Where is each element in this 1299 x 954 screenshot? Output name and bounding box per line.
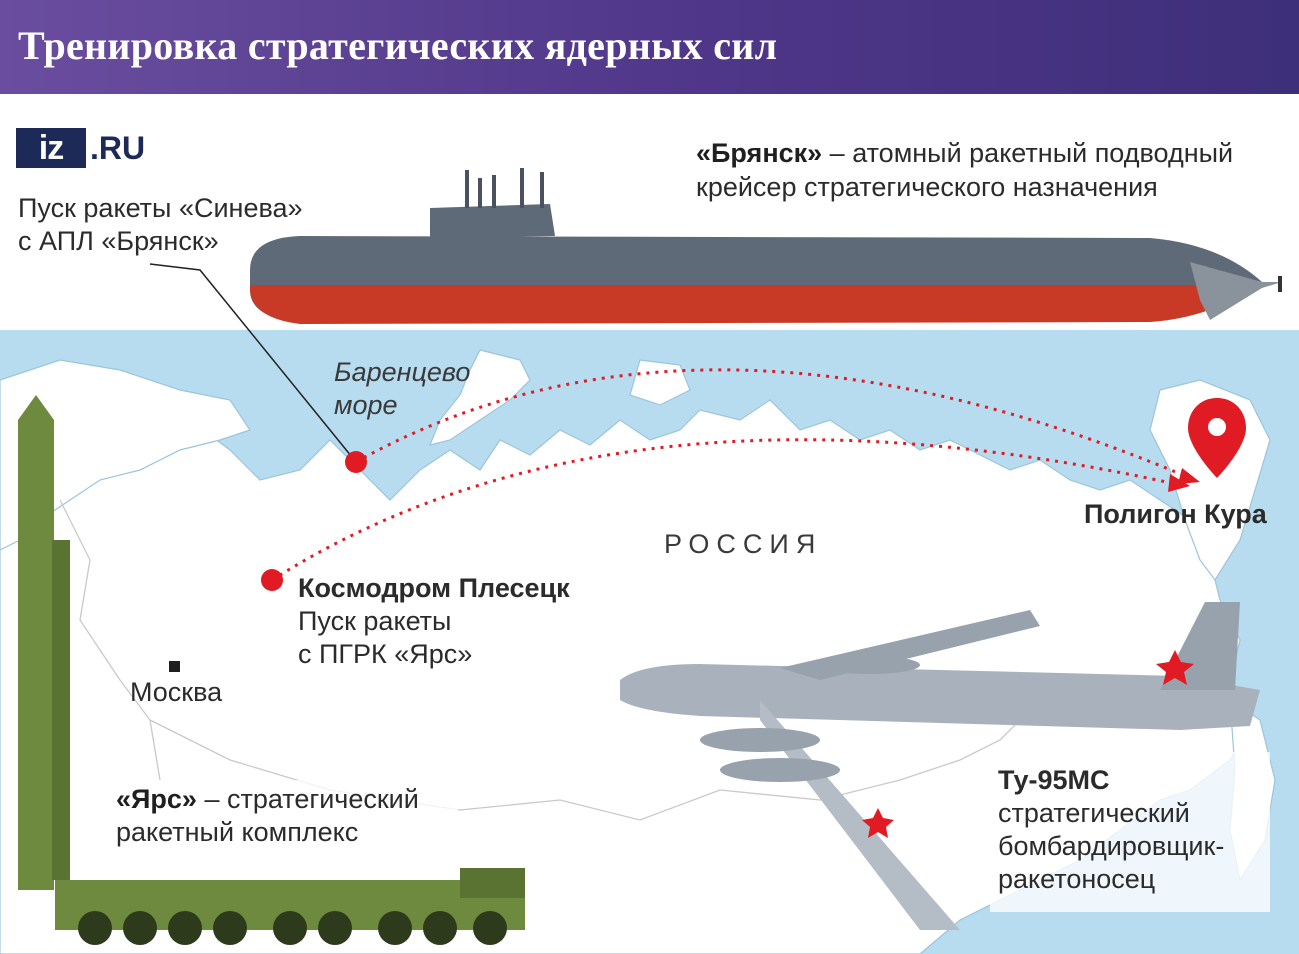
yars-label: «Ярс» – стратегический ракетный комплекс (116, 783, 419, 849)
submarine-name: «Брянск» (696, 138, 823, 168)
barents-line2: море (334, 390, 398, 420)
yars-label-backplate (108, 780, 458, 856)
barents-launch-point (345, 451, 367, 473)
moscow-marker (169, 661, 180, 672)
plesetsk-launch-point (261, 569, 283, 591)
logo-iz-mark: iz (16, 128, 86, 168)
iz-logo: iz .RU (16, 128, 156, 168)
plesetsk-label: Космодром Плесецк Пуск ракеты с ПГРК «Яр… (298, 572, 570, 671)
barents-sea-label: Баренцево море (334, 356, 470, 422)
page-title: Тренировка стратегических ядерных сил (18, 23, 778, 68)
moscow-label: Москва (130, 677, 223, 707)
header-banner: Тренировка стратегических ядерных сил (0, 0, 1299, 94)
route-plesetsk-to-kura (271, 438, 1181, 582)
barents-line1: Баренцево (334, 357, 471, 387)
bomber-label: Ту-95МС стратегический бомбардировщик- р… (998, 764, 1224, 896)
arrowhead-1 (1178, 468, 1200, 484)
tu95-bomber-illustration (620, 602, 1260, 930)
bomber-line2: бомбардировщик- (998, 831, 1225, 861)
sineva-line1: Пуск ракеты «Синева» (18, 193, 303, 223)
sineva-line2: с АПЛ «Брянск» (18, 226, 219, 256)
submarine-desc-line1: – атомный ракетный подводный (822, 138, 1234, 168)
yars-line2: ракетный комплекс (116, 817, 359, 847)
novaya-zemlya (429, 349, 531, 446)
route-barents-to-kura (355, 368, 1191, 480)
submarine-desc-line2: крейсер стратегического назначения (696, 172, 1158, 202)
yars-line1-rest: – стратегический (196, 784, 419, 814)
arrowhead-2 (1168, 474, 1190, 492)
plesetsk-name: Космодром Плесецк (298, 573, 570, 603)
sineva-leader-line (149, 263, 357, 463)
logo-ru-text: .RU (90, 130, 146, 166)
submarine-illustration (250, 168, 1282, 324)
bomber-line1: стратегический (998, 798, 1190, 828)
plesetsk-line2: с ПГРК «Ярс» (298, 639, 473, 669)
plesetsk-line1: Пуск ракеты (298, 606, 452, 636)
yars-missile-illustration (18, 395, 70, 890)
kura-pin-icon (1188, 398, 1246, 478)
yars-launcher-illustration (55, 868, 525, 945)
bomber-label-backplate (990, 752, 1270, 912)
bomber-name: Ту-95МС (998, 765, 1110, 795)
bomber-line3: ракетоносец (998, 864, 1156, 894)
russia-label: РОССИЯ (664, 529, 823, 559)
sineva-label: Пуск ракеты «Синева» с АПЛ «Брянск» (18, 192, 303, 258)
kura-label: Полигон Кура (1084, 499, 1267, 529)
submarine-label: «Брянск» – атомный ракетный подводный кр… (696, 136, 1233, 204)
yars-name: «Ярс» (116, 784, 197, 814)
